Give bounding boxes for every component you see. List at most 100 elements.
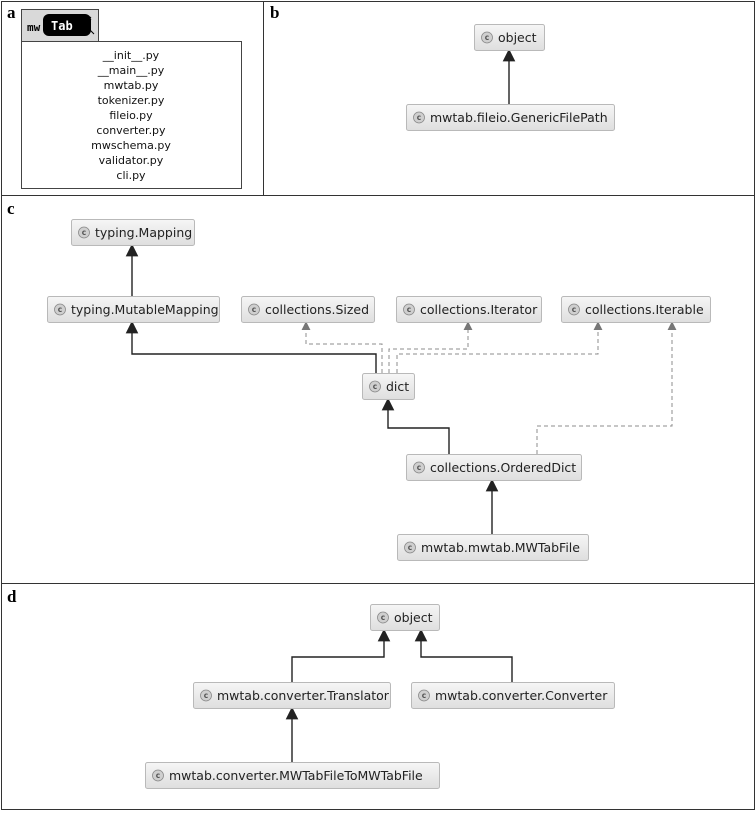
edge-c_odict-to-c_dict <box>381 397 450 454</box>
class-label: mwtab.mwtab.MWTabFile <box>421 540 580 555</box>
edge-c_dict-to-c_mutmap <box>125 320 377 373</box>
mwtab-logo: mw Tab <box>27 14 95 36</box>
class-box <box>370 604 440 631</box>
edge-c_dict-to-c_iterable <box>396 321 603 373</box>
class-icon-letter: c <box>381 613 385 622</box>
class-node-d_converter[interactable]: c mwtab.converter.Converter <box>411 682 615 709</box>
class-box <box>411 682 615 709</box>
file-list-item: __init__.py <box>102 49 160 62</box>
class-box <box>396 296 542 323</box>
file-list-item: mwschema.py <box>91 139 171 152</box>
file-list-item: converter.py <box>96 124 166 137</box>
file-list-item: __main__.py <box>97 64 165 77</box>
class-icon-letter: c <box>156 771 160 780</box>
class-label: collections.Iterator <box>420 302 538 317</box>
class-icon-letter: c <box>485 33 489 42</box>
class-node-c_sized[interactable]: c collections.Sized <box>241 296 375 323</box>
file-list: __init__.py __main__.py mwtab.py tokenizer.… <box>91 49 171 182</box>
file-list-item: cli.py <box>116 169 146 182</box>
class-label: dict <box>386 379 409 394</box>
file-list-box <box>21 41 242 189</box>
class-box <box>71 219 195 246</box>
edge-c_odict-to-c_iterable <box>536 321 677 454</box>
class-icon-letter: c <box>407 305 411 314</box>
class-icon <box>248 303 260 316</box>
class-icon <box>481 31 493 44</box>
class-node-d_m2m[interactable]: c mwtab.converter.MWTabFileToMWTabFile <box>145 762 440 789</box>
class-node-c_mwtabfile[interactable]: c mwtab.mwtab.MWTabFile <box>397 534 589 561</box>
panel-label-b: b <box>270 3 279 22</box>
class-label: mwtab.converter.Translator <box>217 688 390 703</box>
class-node-c_iterable[interactable]: c collections.Iterable <box>561 296 711 323</box>
package-box: mw Tab __init__.py __main__.py mwtab.py tok… <box>21 9 242 189</box>
class-icon-letter: c <box>408 543 412 552</box>
class-icon-letter: c <box>417 113 421 122</box>
edge-d_translator-to-d_object <box>291 628 391 682</box>
logo-prefix: mw <box>27 21 41 34</box>
class-label: object <box>498 30 537 45</box>
class-icon <box>377 611 389 624</box>
class-icon <box>54 303 66 316</box>
file-list-item: fileio.py <box>109 109 153 122</box>
class-box <box>474 24 545 51</box>
class-label: typing.Mapping <box>95 225 192 240</box>
class-icon-letter: c <box>417 463 421 472</box>
inheritance-edges <box>125 48 677 762</box>
panel-label-d: d <box>7 587 17 606</box>
class-node-c_mapping[interactable]: c typing.Mapping <box>71 219 195 246</box>
class-box <box>397 534 589 561</box>
class-node-c_odict[interactable]: c collections.OrderedDict <box>406 454 582 481</box>
class-icon-letter: c <box>373 382 377 391</box>
file-list-item: mwtab.py <box>104 79 159 92</box>
class-box <box>47 296 220 323</box>
class-box <box>362 373 415 400</box>
file-list-item: tokenizer.py <box>98 94 165 107</box>
logo-badge <box>43 14 91 36</box>
edge-d_converter-to-d_object <box>414 628 513 682</box>
class-icon <box>418 689 430 702</box>
edge-c_dict-to-c_iterator <box>388 321 473 373</box>
class-icon <box>413 461 425 474</box>
class-label: object <box>394 610 433 625</box>
class-label: collections.Sized <box>265 302 369 317</box>
class-box <box>406 104 615 131</box>
class-node-c_mutmap[interactable]: c typing.MutableMapping <box>47 296 220 323</box>
class-box <box>193 682 391 709</box>
class-label: mwtab.converter.MWTabFileToMWTabFile <box>169 768 423 783</box>
class-icon <box>200 689 212 702</box>
class-label: typing.MutableMapping <box>71 302 219 317</box>
class-icon-letter: c <box>58 305 62 314</box>
class-icon <box>403 303 415 316</box>
class-icon <box>413 111 425 124</box>
class-node-d_translator[interactable]: c mwtab.converter.Translator <box>193 682 391 709</box>
class-icon-letter: c <box>572 305 576 314</box>
class-icon <box>78 226 90 239</box>
panel-label-a: a <box>7 3 16 22</box>
file-list-item: validator.py <box>99 154 164 167</box>
class-icon-letter: c <box>82 228 86 237</box>
class-icon-letter: c <box>422 691 426 700</box>
class-box <box>241 296 375 323</box>
class-icon <box>369 380 381 393</box>
class-label: collections.Iterable <box>585 302 704 317</box>
class-label: mwtab.converter.Converter <box>435 688 608 703</box>
class-box <box>145 762 440 789</box>
logo-spark-icon <box>87 16 95 35</box>
class-icon-letter: c <box>204 691 208 700</box>
class-icon <box>568 303 580 316</box>
class-icon-letter: c <box>252 305 256 314</box>
class-icon <box>404 541 416 554</box>
class-node-c_iterator[interactable]: c collections.Iterator <box>396 296 542 323</box>
class-box <box>561 296 711 323</box>
class-box <box>406 454 582 481</box>
edge-c_dict-to-c_sized <box>301 321 383 373</box>
class-label: collections.OrderedDict <box>430 460 576 475</box>
